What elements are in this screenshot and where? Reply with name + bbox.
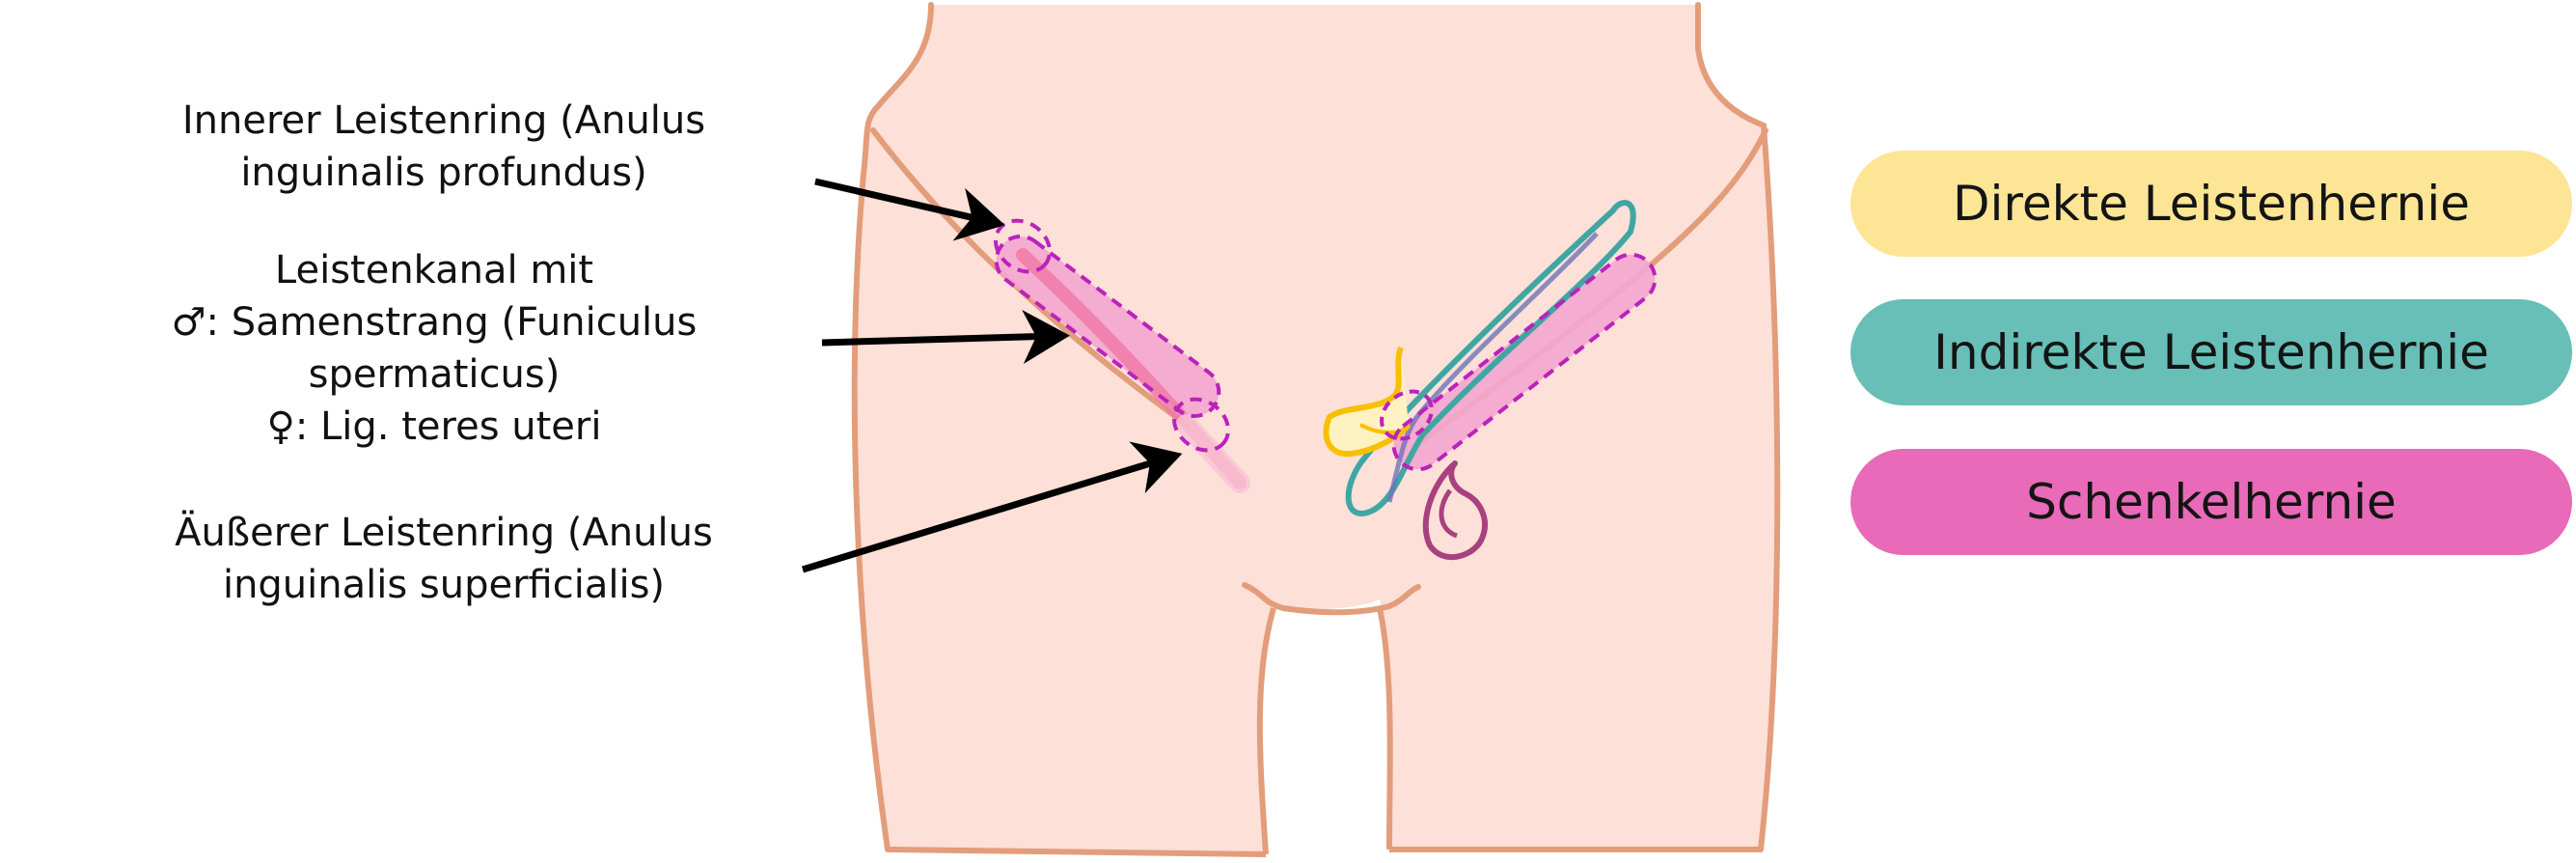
arrow-inner-ring (814, 178, 1005, 241)
inner-ring-right (1380, 389, 1434, 441)
body-outline-left-leg-inner (1256, 607, 1276, 855)
crotch-outline (1242, 582, 1421, 616)
inguinal-canal-right (1393, 254, 1656, 470)
body-outline-right (1695, 2, 1781, 852)
inner-ring-label-line: inguinalis profundus) (240, 151, 647, 195)
canal-label-line: ♂: Samenstrang (Funiculus (171, 300, 698, 345)
outer-ring-label: Äußerer Leistenring (Anulus inguinalis s… (116, 507, 772, 611)
inner-ring-label: Innerer Leistenring (Anulus inguinalis p… (116, 95, 772, 199)
femoral-hernia-inner (1439, 488, 1459, 539)
femoral-hernia (1422, 460, 1488, 561)
legend-femoral-hernia: Schenkelhernie (1850, 449, 2572, 555)
outer-ring-label-line: Äußerer Leistenring (Anulus (175, 511, 713, 555)
indirect-hernia-inner (1386, 232, 1599, 503)
canal-label-line: ♀: Lig. teres uteri (266, 404, 602, 449)
body-outline-bottom-left (887, 847, 1267, 857)
outer-ring-label-line: inguinalis superficialis) (222, 563, 666, 607)
canal-label-line: spermaticus) (308, 352, 561, 397)
canal-label: Leistenkanal mit ♂: Samenstrang (Funicul… (106, 244, 762, 453)
legend-direct-hernia: Direkte Leistenhernie (1850, 151, 2572, 257)
direct-hernia (1323, 347, 1411, 458)
body-silhouette (854, 5, 1778, 854)
inner-ring-label-line: Innerer Leistenring (Anulus (181, 98, 706, 143)
canal-label-line: Leistenkanal mit (274, 248, 594, 292)
legend-indirect-hernia: Indirekte Leistenhernie (1850, 299, 2572, 405)
arrow-outer-ring (801, 441, 1183, 573)
inguinal-canal-right-border (1391, 252, 1658, 472)
body-outline-right-leg-inner (1377, 607, 1393, 850)
legend-indirect-hernia-label: Indirekte Leistenhernie (1933, 324, 2489, 380)
outer-inguinal-ring (1172, 397, 1230, 453)
legend-femoral-hernia-label: Schenkelhernie (2026, 474, 2397, 530)
spermatic-cord-tail (1176, 414, 1250, 493)
legend-direct-hernia-label: Direkte Leistenhernie (1952, 176, 2471, 232)
arrow-canal (821, 310, 1070, 364)
